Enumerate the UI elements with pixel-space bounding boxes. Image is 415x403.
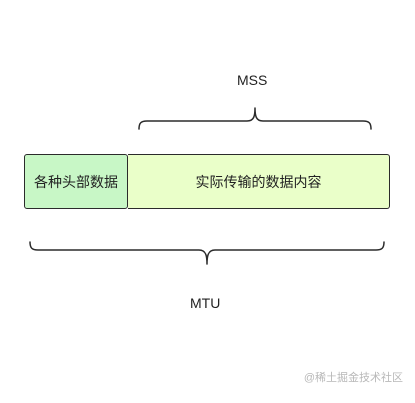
watermark: @稀土掘金技术社区 [303,372,403,384]
payload-data-label: 实际传输的数据内容 [195,173,322,190]
mtu-brace-icon [29,241,385,265]
mss-brace-icon [138,107,372,130]
header-data-block: 各种头部数据 [24,154,128,209]
payload-data-block: 实际传输的数据内容 [128,154,390,209]
header-data-label: 各种头部数据 [34,173,118,190]
mtu-label: MTU [190,295,221,311]
mss-label: MSS [237,72,268,88]
